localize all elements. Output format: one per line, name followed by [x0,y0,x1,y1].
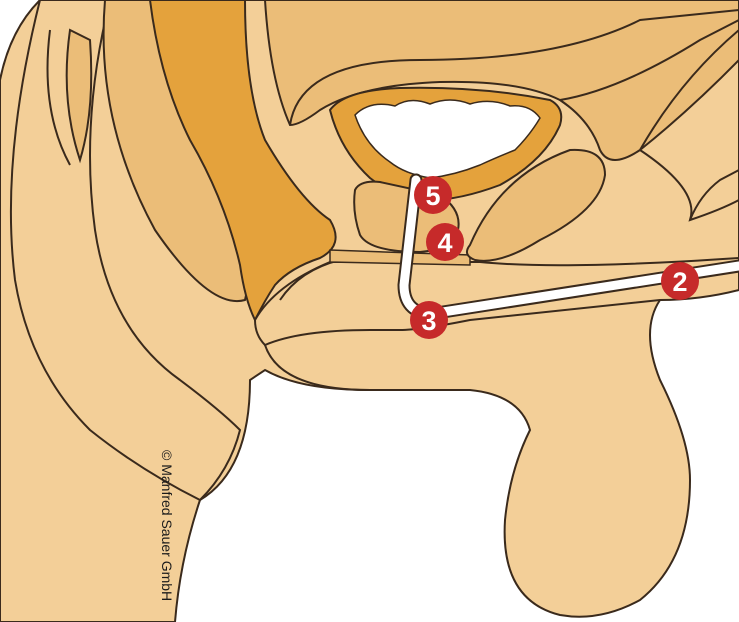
marker-2: 2 [661,262,699,300]
marker-3: 3 [410,301,448,339]
marker-4: 4 [426,223,464,261]
svg-text:5: 5 [425,181,440,211]
svg-text:3: 3 [421,306,436,336]
marker-5: 5 [414,176,452,214]
copyright-text: © Manfred Sauer GmbH [159,450,175,601]
svg-text:4: 4 [437,228,452,258]
svg-text:2: 2 [672,267,687,297]
